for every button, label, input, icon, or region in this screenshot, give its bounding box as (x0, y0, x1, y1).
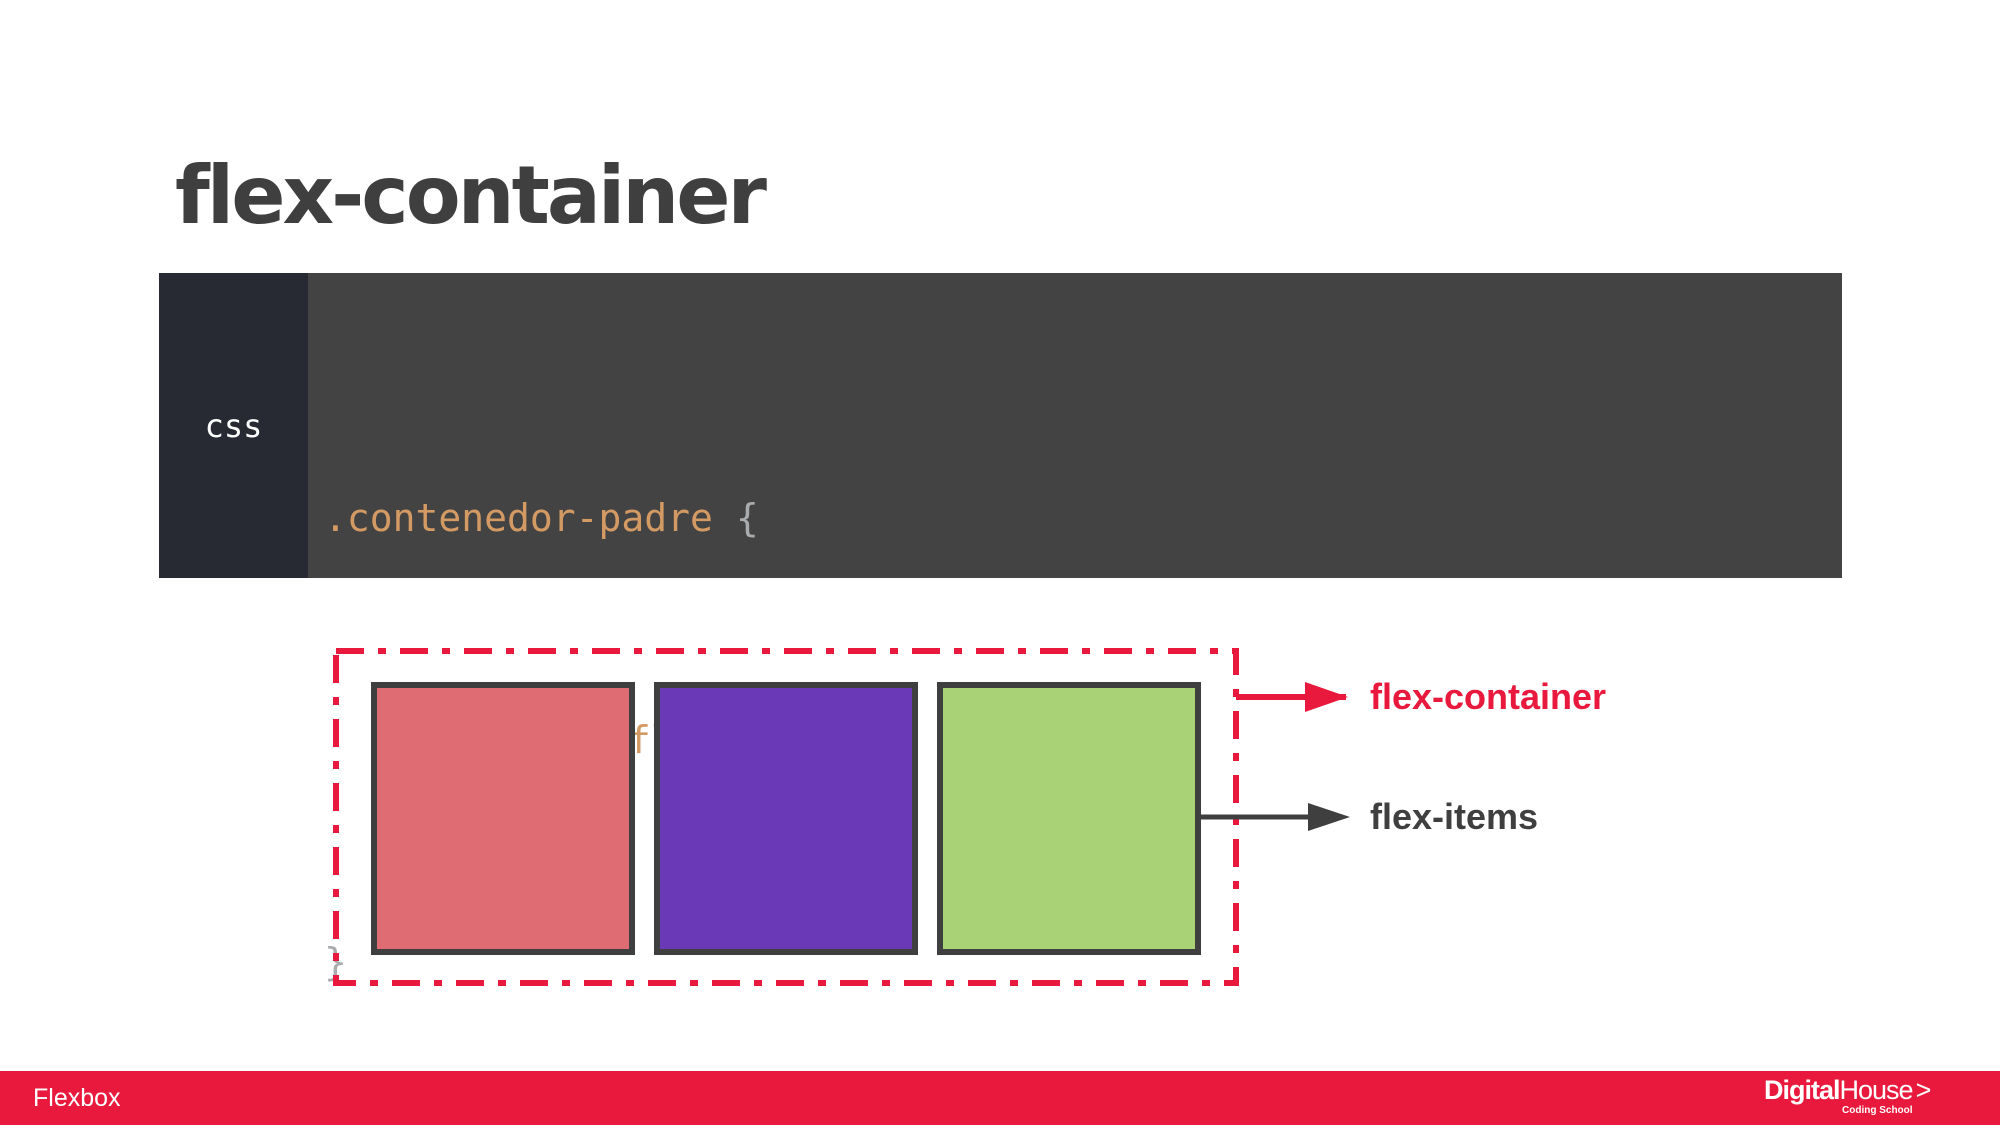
code-property: display: (422, 718, 606, 762)
slide-title: flex-container (175, 149, 767, 242)
code-body: .contenedor-padre { display: flex; } (324, 333, 759, 1147)
brand-bold: Digital (1764, 1075, 1841, 1105)
footer-section-title: Flexbox (33, 1084, 121, 1112)
flex-item-3 (937, 682, 1201, 955)
code-selector: .contenedor-padre (324, 496, 713, 540)
code-open-brace: { (735, 496, 759, 540)
footer-bar: Flexbox DigitalHouse> Coding School (0, 1071, 2000, 1125)
brand-subtitle: Coding School (1842, 1105, 1913, 1116)
code-semicolon: ; (719, 718, 743, 762)
items-arrow-head (1308, 803, 1350, 831)
digital-house-logo: DigitalHouse> Coding School (1764, 1075, 1954, 1121)
code-line-declaration: display: flex; (324, 703, 759, 777)
code-block: css .contenedor-padre { display: flex; } (159, 273, 1842, 984)
code-value: flex (627, 718, 720, 762)
brand-arrow-icon: > (1915, 1075, 1932, 1105)
code-language-label: css (159, 273, 308, 578)
code-line-close: } (324, 925, 759, 999)
flex-container-label: flex-container (1370, 676, 1607, 717)
code-close-brace: } (324, 940, 347, 984)
brand-light: House (1839, 1075, 1914, 1105)
flex-items-label: flex-items (1370, 796, 1539, 837)
container-arrow-head (1305, 682, 1348, 712)
code-line-selector: .contenedor-padre { (324, 481, 759, 555)
brand-wordmark: DigitalHouse> (1764, 1075, 1932, 1105)
